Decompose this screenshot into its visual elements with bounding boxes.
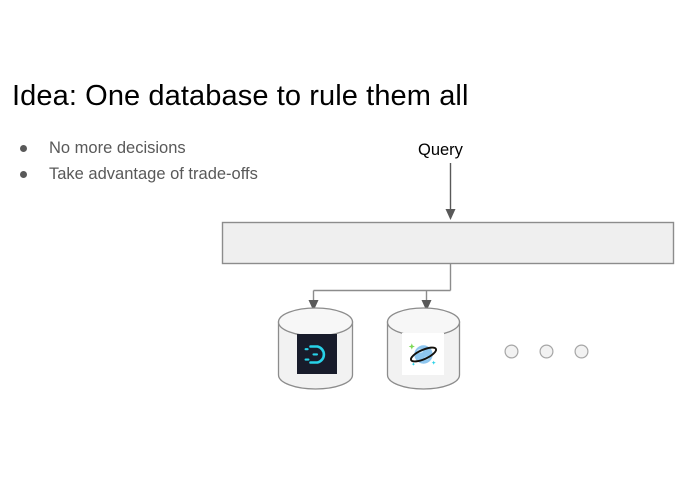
bullet-list: No more decisions Take advantage of trad… bbox=[14, 135, 314, 187]
cosmos-db-planet-icon bbox=[402, 333, 444, 375]
fanout-connector bbox=[308, 263, 452, 311]
list-item: Take advantage of trade-offs bbox=[14, 161, 314, 187]
placeholder-circle-1 bbox=[504, 344, 519, 359]
bullet-dot-icon bbox=[20, 145, 27, 152]
placeholder-circle-2 bbox=[539, 344, 554, 359]
placeholder-circle-3 bbox=[574, 344, 589, 359]
query-label: Query bbox=[418, 141, 463, 159]
datastax-logo-icon bbox=[297, 334, 337, 374]
router-bar bbox=[221, 221, 675, 265]
query-arrow bbox=[445, 163, 456, 220]
bullet-dot-icon bbox=[20, 171, 27, 178]
list-item-label: Take advantage of trade-offs bbox=[49, 165, 258, 183]
page-title: Idea: One database to rule them all bbox=[12, 80, 469, 112]
list-item: No more decisions bbox=[14, 135, 314, 161]
more-databases-placeholders bbox=[504, 344, 589, 359]
list-item-label: No more decisions bbox=[49, 139, 186, 157]
